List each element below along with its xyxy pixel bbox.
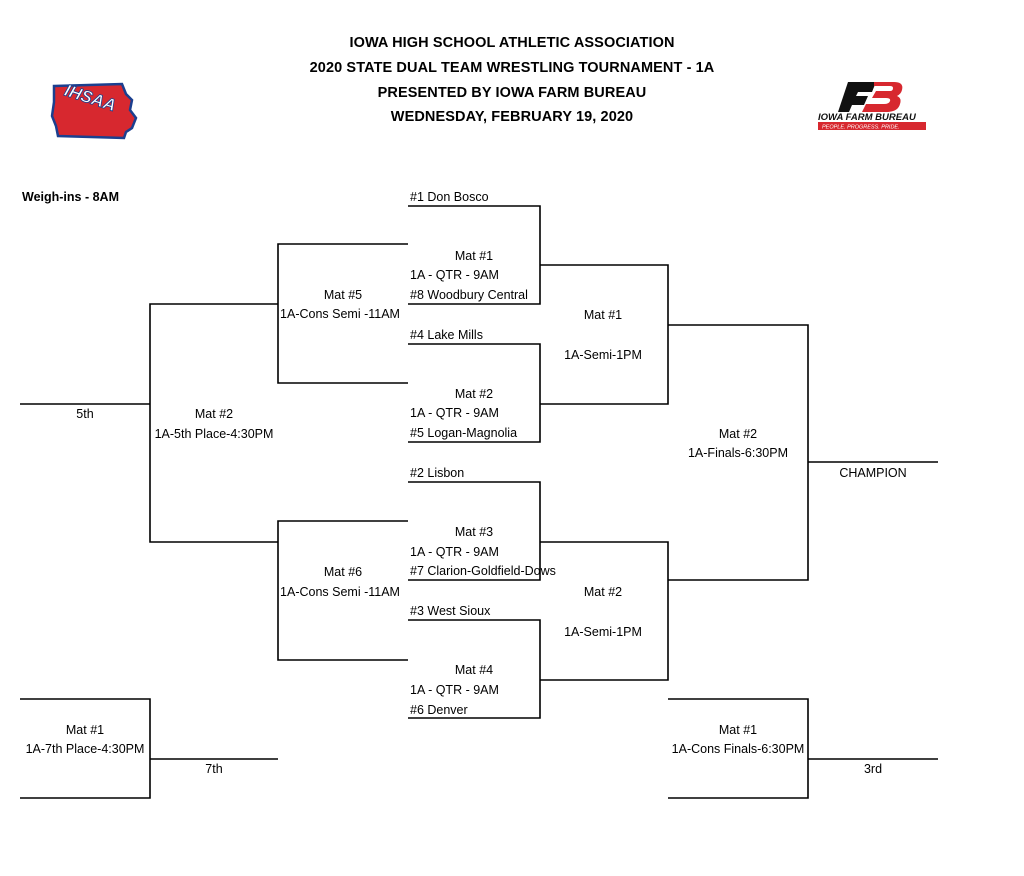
bracket-qtr3 bbox=[408, 481, 541, 581]
bracket-final bbox=[668, 324, 809, 581]
cons-semi1-time: 1A-Cons Semi -11AM bbox=[280, 307, 400, 321]
team-seed-2: #2 Lisbon bbox=[410, 466, 465, 480]
bracket-semi2 bbox=[540, 541, 669, 681]
cons-final-time: 1A-Cons Finals-6:30PM bbox=[671, 742, 805, 756]
title-tournament: 2020 STATE DUAL TEAM WRESTLING TOURNAMEN… bbox=[309, 60, 715, 76]
semi2-time: 1A-Semi-1PM bbox=[564, 625, 642, 639]
weigh-ins-label: Weigh-ins - 8AM bbox=[22, 190, 119, 204]
fifth-place-label: 5th bbox=[76, 407, 94, 421]
team-seed-7: #7 Clarion-Goldfield-Dows bbox=[410, 564, 556, 578]
third-place-label: 3rd bbox=[863, 762, 883, 776]
title-date: WEDNESDAY, FEBRUARY 19, 2020 bbox=[390, 109, 634, 125]
cons-semi1-mat: Mat #5 bbox=[323, 288, 363, 302]
team-seed-3: #3 West Sioux bbox=[410, 604, 491, 618]
team-seed-1: #1 Don Bosco bbox=[410, 190, 489, 204]
svg-text:IOWA FARM BUREAU: IOWA FARM BUREAU bbox=[818, 112, 917, 123]
team-seed-8: #8 Woodbury Central bbox=[410, 288, 528, 302]
cons-semi2-mat: Mat #6 bbox=[323, 565, 363, 579]
bracket-cons-final bbox=[668, 698, 809, 799]
semi2-mat: Mat #2 bbox=[583, 585, 623, 599]
cons-semi2-time: 1A-Cons Semi -11AM bbox=[280, 585, 400, 599]
team-seed-6: #6 Denver bbox=[410, 703, 468, 717]
bracket-qtr2 bbox=[408, 343, 541, 443]
team-seed-5: #5 Logan-Magnolia bbox=[410, 426, 518, 440]
title-sponsor: PRESENTED BY IOWA FARM BUREAU bbox=[377, 85, 647, 101]
bracket-qtr1 bbox=[408, 205, 541, 305]
qtr1-mat: Mat #1 bbox=[454, 249, 494, 263]
farm-bureau-logo: IOWA FARM BUREAU PEOPLE. PROGRESS. PRIDE… bbox=[814, 80, 930, 132]
qtr3-mat: Mat #3 bbox=[454, 525, 494, 539]
fifth-mat: Mat #2 bbox=[194, 407, 234, 421]
bracket-fifth bbox=[149, 303, 278, 543]
ihsaa-logo: IHSAA bbox=[50, 80, 142, 142]
qtr2-time: 1A - QTR - 9AM bbox=[410, 406, 499, 420]
bracket-seventh bbox=[20, 698, 151, 799]
cons-final-mat: Mat #1 bbox=[718, 723, 758, 737]
bracket-cons-semi2 bbox=[277, 520, 408, 661]
bracket-qtr4 bbox=[408, 619, 541, 719]
bracket-semi1 bbox=[540, 264, 669, 405]
seventh-time: 1A-7th Place-4:30PM bbox=[25, 742, 145, 756]
semi1-mat: Mat #1 bbox=[583, 308, 623, 322]
champion-label: CHAMPION bbox=[839, 466, 907, 480]
team-seed-4: #4 Lake Mills bbox=[410, 328, 483, 342]
fifth-time: 1A-5th Place-4:30PM bbox=[154, 427, 274, 441]
seventh-mat: Mat #1 bbox=[65, 723, 105, 737]
bracket-cons-semi1 bbox=[277, 243, 408, 384]
final-time: 1A-Finals-6:30PM bbox=[687, 446, 789, 460]
qtr3-time: 1A - QTR - 9AM bbox=[410, 545, 499, 559]
qtr4-mat: Mat #4 bbox=[454, 663, 494, 677]
qtr2-mat: Mat #2 bbox=[454, 387, 494, 401]
semi1-time: 1A-Semi-1PM bbox=[564, 348, 642, 362]
title-association: IOWA HIGH SCHOOL ATHLETIC ASSOCIATION bbox=[349, 35, 675, 51]
final-mat: Mat #2 bbox=[718, 427, 758, 441]
svg-text:PEOPLE. PROGRESS. PRIDE.: PEOPLE. PROGRESS. PRIDE. bbox=[822, 125, 900, 131]
qtr4-time: 1A - QTR - 9AM bbox=[410, 683, 499, 697]
seventh-place-label: 7th bbox=[205, 762, 223, 776]
qtr1-time: 1A - QTR - 9AM bbox=[410, 268, 499, 282]
